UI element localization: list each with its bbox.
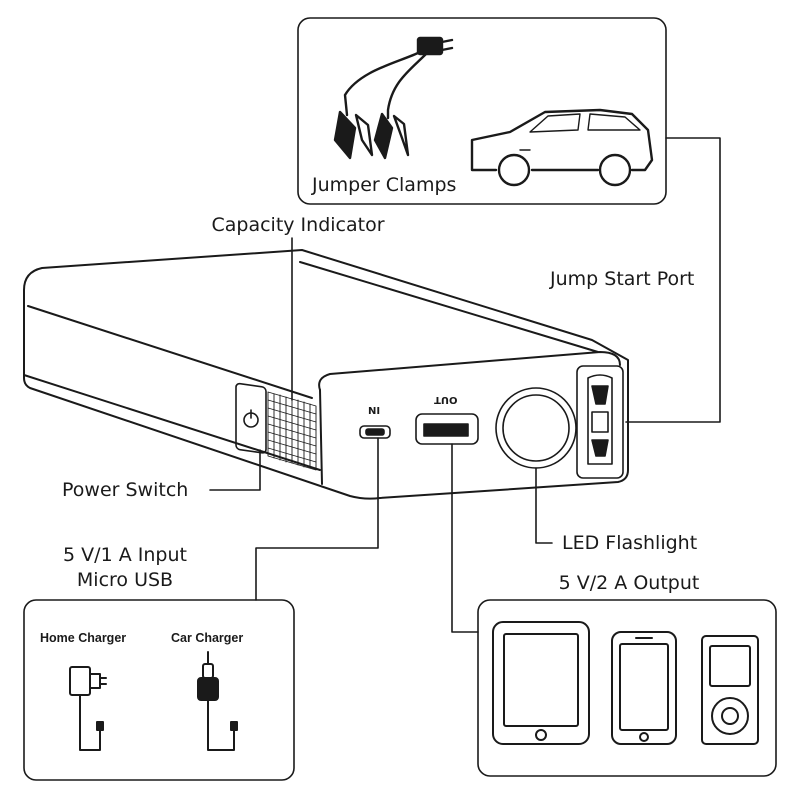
power-bank-device <box>23 249 629 500</box>
home-charger-label: Home Charger <box>40 631 127 645</box>
car-charger-label: Car Charger <box>171 631 244 645</box>
car-charger-icon <box>197 651 238 751</box>
home-charger-icon <box>69 666 107 751</box>
smartphone-icon <box>611 631 677 745</box>
led-flashlight <box>495 387 577 469</box>
jumper-clamps-label: Jumper Clamps <box>312 174 457 196</box>
output-label: 5 V/2 A Output <box>558 572 700 594</box>
jump-start-port <box>576 365 624 479</box>
output-connector-line <box>451 443 479 633</box>
micro-usb-port <box>359 425 391 439</box>
jumper-clamps-icon <box>333 36 454 160</box>
port-out-label: OUT <box>434 394 458 405</box>
power-switch <box>235 382 267 454</box>
led-flashlight-label: LED Flashlight <box>562 532 698 554</box>
output-devices-panel <box>477 599 777 777</box>
port-in-label: IN <box>368 404 381 415</box>
jumper-clamps-panel <box>297 17 667 205</box>
power-switch-leader <box>209 449 261 491</box>
power-switch-label: Power Switch <box>62 479 189 501</box>
led-flashlight-leader <box>535 467 553 544</box>
tablet-icon <box>492 621 590 745</box>
capacity-indicator-label: Capacity Indicator <box>211 214 385 236</box>
input-chargers-panel <box>23 599 295 781</box>
suv-car-icon <box>470 108 654 187</box>
usb-output-port <box>415 413 479 445</box>
jump-start-port-label: Jump Start Port <box>550 268 695 290</box>
media-player-icon <box>701 635 759 745</box>
input-connector-line <box>255 437 379 601</box>
input-label-line1: 5 V/1 A Input <box>63 544 187 566</box>
input-label-line2: Micro USB <box>76 569 174 591</box>
jump-start-connector-line <box>625 137 721 423</box>
capacity-indicator-grill <box>267 391 317 471</box>
power-button-icon <box>243 409 259 428</box>
